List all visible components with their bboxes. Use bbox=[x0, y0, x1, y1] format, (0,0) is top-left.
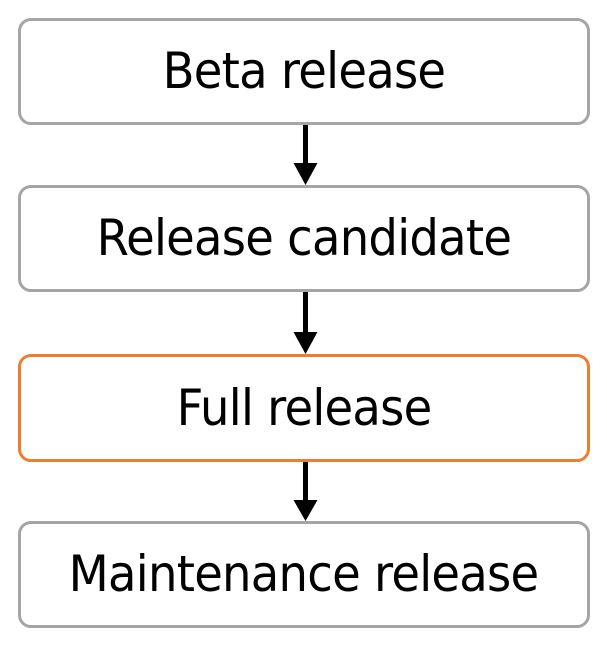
node-beta-release-label: Beta release bbox=[162, 42, 446, 100]
node-beta-release[interactable]: Beta release bbox=[18, 18, 590, 125]
arrow-full-to-maintenance bbox=[293, 462, 318, 521]
node-release-candidate[interactable]: Release candidate bbox=[18, 185, 590, 292]
node-release-candidate-label: Release candidate bbox=[96, 209, 512, 267]
arrow-beta-to-candidate bbox=[293, 125, 318, 185]
node-full-release-label: Full release bbox=[176, 378, 433, 437]
node-maintenance-release-label: Maintenance release bbox=[69, 545, 539, 603]
arrow-candidate-to-full bbox=[293, 292, 318, 354]
node-maintenance-release[interactable]: Maintenance release bbox=[18, 521, 590, 628]
node-full-release[interactable]: Full release bbox=[18, 354, 590, 462]
